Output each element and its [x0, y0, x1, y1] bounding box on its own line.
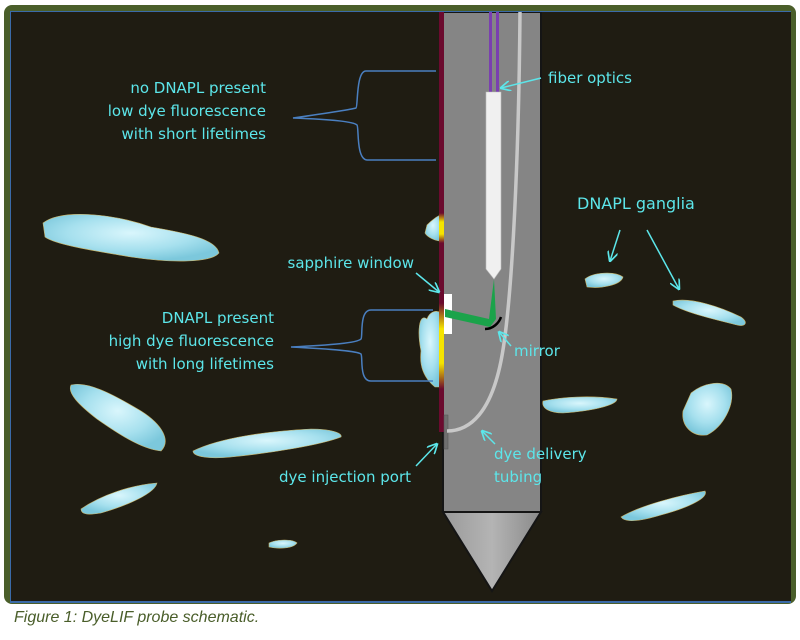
- label-line: low dye fluorescence: [108, 102, 266, 120]
- mirror: [484, 316, 503, 331]
- arrow-sapphire-window: [415, 272, 439, 292]
- probe-tip: [441, 511, 543, 593]
- label-sapphire-window: sapphire window: [288, 254, 414, 272]
- ganglion-at-window: [418, 311, 442, 388]
- ganglion: [80, 482, 158, 515]
- label-dye-delivery-line: dye delivery: [494, 445, 587, 463]
- fiber-sheath: [485, 91, 502, 280]
- label-dnapl-ganglia: DNAPL ganglia: [577, 194, 695, 213]
- ganglion-upper-window: [424, 214, 442, 242]
- label-dye-delivery-line: tubing: [494, 468, 542, 486]
- fiber-optic: [496, 12, 499, 92]
- ganglion: [192, 428, 342, 459]
- label-dye-injection-port: dye injection port: [279, 468, 411, 486]
- brace-dnapl-present: [290, 309, 433, 382]
- ganglion: [69, 383, 166, 452]
- fluorescence-lower: [439, 303, 444, 389]
- arrow-ganglia-left: [610, 229, 621, 261]
- dye-delivery-tubing: [446, 12, 522, 433]
- arrow-fiber-optics: [501, 77, 542, 88]
- dnapl-ganglia: [42, 214, 746, 549]
- ganglion: [672, 299, 746, 326]
- ganglion: [584, 272, 624, 288]
- figure-caption: Figure 1: DyeLIF probe schematic.: [14, 609, 260, 626]
- label-no-dnapl: no DNAPL present low dye fluorescence wi…: [108, 79, 266, 143]
- ganglion: [268, 539, 298, 549]
- arrow-injection-port: [415, 444, 437, 467]
- arrow-mirror: [499, 332, 512, 347]
- label-mirror: mirror: [514, 342, 561, 360]
- ganglion: [42, 214, 220, 262]
- arrow-ganglia-right: [646, 229, 679, 289]
- label-line: no DNAPL present: [130, 79, 266, 97]
- label-dnapl-present: DNAPL present high dye fluorescence with…: [109, 309, 275, 373]
- label-line: DNAPL present: [162, 309, 274, 327]
- arrow-dye-delivery: [482, 431, 496, 445]
- diagram-panel: no DNAPL present low dye fluorescence wi…: [10, 11, 791, 603]
- probe-schematic: no DNAPL present low dye fluorescence wi…: [42, 12, 746, 593]
- fiber-optic: [489, 12, 492, 92]
- laser-beam: [445, 279, 496, 327]
- fluorescence-upper: [439, 213, 444, 243]
- label-line: with long lifetimes: [136, 355, 274, 373]
- label-fiber-optics: fiber optics: [548, 69, 632, 87]
- brace-no-dnapl: [292, 70, 436, 161]
- label-line: with short lifetimes: [122, 125, 267, 143]
- ganglion: [620, 490, 706, 521]
- label-line: high dye fluorescence: [109, 332, 274, 350]
- ganglion: [542, 396, 618, 414]
- ganglion: [682, 382, 733, 436]
